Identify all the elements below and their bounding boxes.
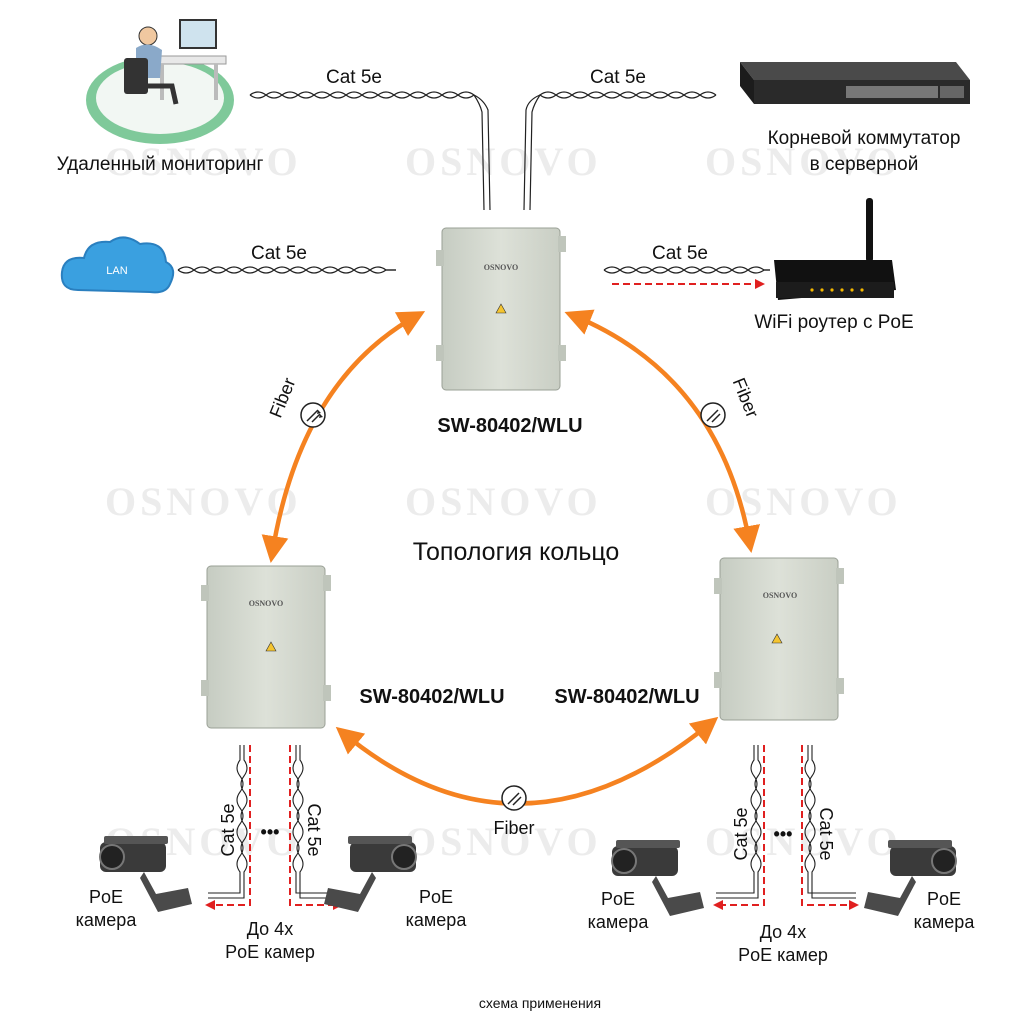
cable-label: Cat 5e [326, 67, 382, 88]
camera-label: камера [76, 910, 138, 930]
fiber-label: Fiber [493, 818, 534, 838]
watermark-brand: OSNOVO [705, 139, 902, 184]
wifi-router-icon [774, 198, 896, 300]
camera-cable-right-a [713, 745, 765, 910]
cable-label: Cat 5e [590, 67, 646, 88]
camera-count-label: PoE камер [738, 945, 828, 965]
lan-label: LAN [106, 265, 127, 277]
monitoring-workstation-icon [86, 19, 234, 144]
fiber-label: Fiber [729, 375, 763, 421]
topology-title: Топология кольцо [413, 538, 620, 566]
watermark-brand: OSNOVO [405, 139, 602, 184]
camera-label: PoE [601, 889, 635, 909]
switch-left: OSNOVO [201, 565, 331, 729]
watermark-brand: OSNOVO [405, 819, 602, 864]
cable-label: Cat 5e [816, 807, 836, 860]
camera-icon-right-1 [611, 840, 704, 916]
camera-count-label: До 4х [760, 922, 806, 942]
camera-cable-left-b [289, 745, 343, 910]
remote-monitoring-label: Удаленный мониторинг [57, 154, 264, 175]
fiber-connector-icon [700, 402, 726, 428]
fiber-label: Fiber [265, 375, 299, 421]
camera-icon-left-1 [99, 836, 192, 912]
camera-label: камера [406, 910, 468, 930]
camera-label: PoE [419, 887, 453, 907]
switch-brand: OSNOVO [763, 591, 798, 600]
root-switch-label-2: в серверной [810, 154, 919, 175]
cable-label: Cat 5e [731, 807, 751, 860]
watermark-brand: OSNOVO [105, 139, 302, 184]
cable-root-switch [523, 91, 717, 211]
fiber-arrow-top-right [564, 309, 761, 553]
fiber-connector-icon [501, 785, 527, 811]
root-switch-icon [740, 62, 970, 104]
caption: схема применения [479, 995, 601, 1011]
switch-right: OSNOVO [714, 557, 844, 721]
cable-label: Cat 5e [251, 243, 307, 264]
cable-wifi-router [603, 266, 770, 289]
switch-top: OSNOVO [436, 227, 566, 391]
camera-icon-right-2 [864, 840, 957, 916]
fiber-arrow-bottom [335, 716, 719, 806]
cable-remote-monitoring [249, 91, 491, 211]
camera-count-label: PoE камер [225, 942, 315, 962]
warning-icon [771, 633, 783, 644]
camera-label: камера [588, 912, 650, 932]
cable-label: Cat 5e [652, 243, 708, 264]
camera-count-label: До 4х [247, 919, 293, 939]
lan-cloud-icon: LAN [60, 236, 175, 294]
camera-cable-left-a [205, 745, 251, 910]
switch-model-label: SW-80402/WLU [359, 686, 504, 708]
camera-label: PoE [927, 889, 961, 909]
switch-model-label: SW-80402/WLU [554, 686, 699, 708]
switch-model-label: SW-80402/WLU [437, 415, 582, 437]
camera-cable-right-b [801, 745, 859, 910]
switch-brand: OSNOVO [249, 599, 284, 608]
cable-label: Cat 5e [304, 803, 324, 856]
watermark-brand: OSNOVO [405, 479, 602, 524]
watermark-brand: OSNOVO [105, 479, 302, 524]
fiber-connector-icon [300, 402, 326, 428]
root-switch-label: Корневой коммутатор [768, 128, 961, 149]
cable-label: Cat 5e [218, 803, 238, 856]
cable-lan [177, 266, 396, 274]
warning-icon [495, 303, 507, 314]
camera-label: камера [914, 912, 976, 932]
camera-label: PoE [89, 887, 123, 907]
camera-icon-left-2 [324, 836, 417, 912]
ellipsis-label: ••• [261, 822, 280, 842]
ellipsis-label: ••• [774, 824, 793, 844]
switch-brand: OSNOVO [484, 263, 519, 272]
wifi-router-label: WiFi роутер с PoE [754, 312, 913, 333]
warning-icon [265, 641, 277, 652]
